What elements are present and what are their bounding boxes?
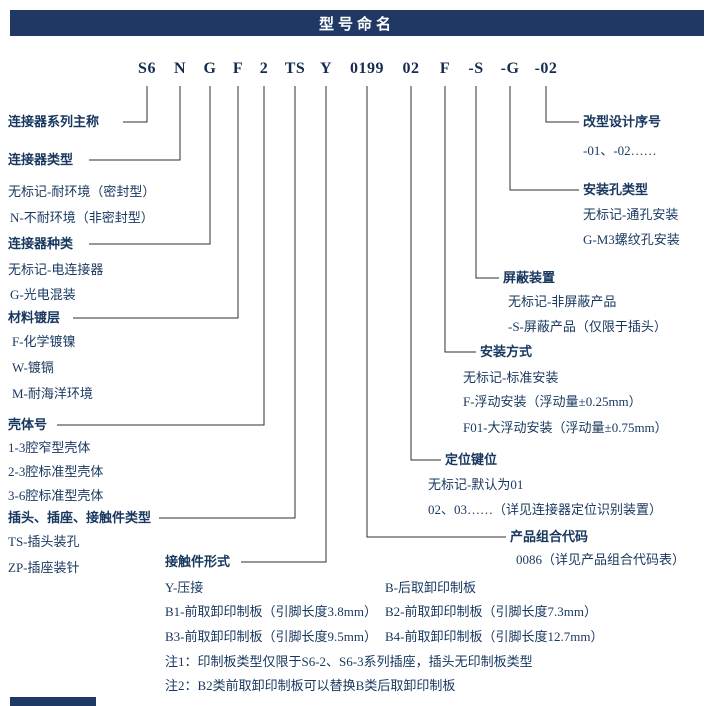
title-shell-number: 壳体号 xyxy=(8,417,48,432)
item-shell-standard-3: 2-3腔标准型壳体 xyxy=(8,464,104,479)
title-key-position: 定位键位 xyxy=(445,452,498,467)
item-pcb-rear: B-后取卸印制板 xyxy=(385,580,477,595)
title-connector-type: 连接器类型 xyxy=(8,152,74,167)
item-plug-socket-zp: ZP-插座装针 xyxy=(8,560,80,575)
item-pcb-b3: B3-前取卸印制板（引脚长度9.5mm） xyxy=(165,629,377,644)
title-combo-code: 产品组合代码 xyxy=(510,529,589,544)
code-part-key: 02 xyxy=(402,60,420,77)
item-electrical: 无标记-电连接器 xyxy=(8,262,104,277)
item-shell-standard-6: 3-6腔标准型壳体 xyxy=(8,488,104,503)
item-threaded-hole: G-M3螺纹孔安装 xyxy=(583,232,680,247)
code-part-combo: 0199 xyxy=(350,60,384,77)
item-mount-float: F-浮动安装（浮动量±0.25mm） xyxy=(463,394,642,409)
note-2: 注2：B2类前取卸印制板可以替换B类后取卸印制板 xyxy=(165,678,456,693)
item-sealed: 无标记-耐环境（密封型） xyxy=(8,184,156,199)
item-shell-narrow: 1-3腔窄型壳体 xyxy=(8,440,91,455)
item-optoelectronic: G-光电混装 xyxy=(10,287,76,302)
code-part-plug-type: TS xyxy=(284,60,306,77)
code-part-env: N xyxy=(173,60,187,77)
title-mounting: 安装方式 xyxy=(480,344,533,359)
item-unsealed: N-不耐环境（非密封型） xyxy=(10,210,154,225)
title-shielding: 屏蔽装置 xyxy=(503,270,556,285)
title-plug-socket-type: 插头、插座、接触件类型 xyxy=(8,510,152,525)
title-revision: 改型设计序号 xyxy=(583,114,662,129)
title-plating: 材料镀层 xyxy=(8,310,61,325)
item-crimp: Y-压接 xyxy=(165,580,204,595)
code-part-mounting: F xyxy=(439,60,451,77)
item-pcb-b1: B1-前取卸印制板（引脚长度3.8mm） xyxy=(165,604,377,619)
item-combo-0086: 0086（详见产品组合代码表） xyxy=(516,552,686,567)
note-1: 注1：印制板类型仅限于S6-2、S6-3系列插座，插头无印制板类型 xyxy=(165,654,533,669)
item-shielded: -S-屏蔽产品（仅限于插头） xyxy=(508,319,667,334)
section-header-bar: 型号命名 xyxy=(10,10,704,36)
code-part-series: S6 xyxy=(138,60,156,77)
title-contact-form: 接触件形式 xyxy=(165,554,231,569)
item-pcb-b4: B4-前取卸印制板（引脚长度12.7mm） xyxy=(385,629,604,644)
next-section-bar-fragment xyxy=(10,697,96,706)
item-mount-big-float: F01-大浮动安装（浮动量±0.75mm） xyxy=(463,420,668,435)
item-pcb-b2: B2-前取卸印制板（引脚长度7.3mm） xyxy=(385,604,597,619)
item-through-hole: 无标记-通孔安装 xyxy=(583,207,679,222)
code-part-kind: G xyxy=(203,60,217,77)
item-marine: M-耐海洋环境 xyxy=(12,386,93,401)
title-connector-kind: 连接器种类 xyxy=(8,236,74,251)
item-plug-socket-ts: TS-插头装孔 xyxy=(8,534,80,549)
code-part-shell: 2 xyxy=(259,60,269,77)
item-mount-standard: 无标记-标准安装 xyxy=(463,370,559,385)
code-part-shield: -S xyxy=(468,60,484,77)
code-part-revision: -02 xyxy=(534,60,558,77)
item-key-others: 02、03……（详见连接器定位识别装置） xyxy=(428,502,663,517)
code-part-plating: F xyxy=(232,60,244,77)
item-unshielded: 无标记-非屏蔽产品 xyxy=(508,294,617,309)
item-key-default: 无标记-默认为01 xyxy=(428,477,524,492)
item-cadmium: W-镀镉 xyxy=(12,360,54,375)
code-part-hole: -G xyxy=(500,60,520,77)
title-series-name: 连接器系列主称 xyxy=(8,114,100,129)
title-hole-type: 安装孔类型 xyxy=(583,182,649,197)
page-title: 型号命名 xyxy=(318,16,395,33)
item-nickel: F-化学镀镍 xyxy=(12,334,76,349)
code-part-contact: Y xyxy=(319,60,333,77)
item-revision-seq: -01、-02…… xyxy=(583,143,657,158)
